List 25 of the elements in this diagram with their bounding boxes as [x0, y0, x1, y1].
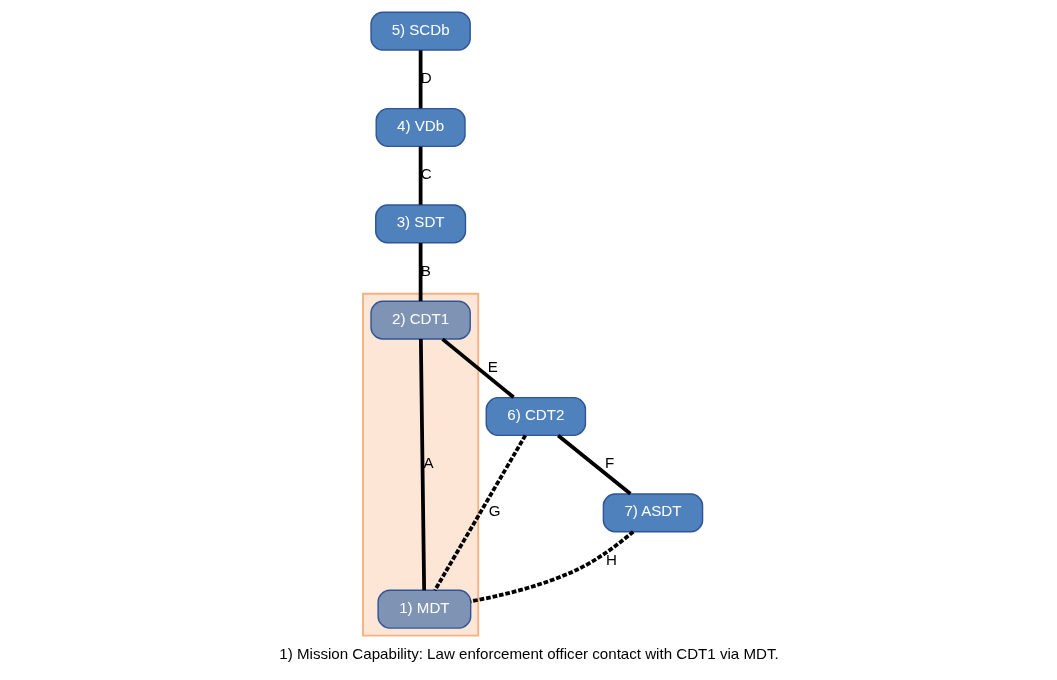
edge-label: C: [420, 165, 432, 183]
edge-label: G: [488, 502, 501, 520]
connector: [440, 337, 515, 399]
connector: [418, 146, 422, 205]
edge-label: D: [420, 68, 432, 86]
node-box: 2) CDT1: [369, 300, 471, 340]
connector: [556, 433, 632, 496]
connector: [418, 243, 422, 302]
node-box: 4) VDb: [375, 107, 466, 148]
connector: [418, 339, 426, 591]
connector: [470, 530, 634, 604]
edge-label: A: [423, 454, 434, 472]
node-box: 7) ASDT: [602, 493, 703, 533]
node-box: 1) MDT: [376, 589, 471, 629]
caption: 1) Mission Capability: Law enforcement officer contact with CDT1 via MDT.: [278, 645, 779, 663]
connector: [418, 50, 422, 109]
edge-label: E: [487, 357, 498, 375]
edge-label: F: [604, 454, 614, 472]
node-box: 6) CDT2: [485, 396, 586, 437]
node-box: 3) SDT: [374, 204, 466, 244]
node-box: 5) SCDb: [369, 11, 471, 51]
edge-label: B: [420, 261, 431, 279]
edge-label: H: [605, 550, 617, 568]
connector: [432, 434, 527, 592]
cluster: [361, 292, 479, 637]
